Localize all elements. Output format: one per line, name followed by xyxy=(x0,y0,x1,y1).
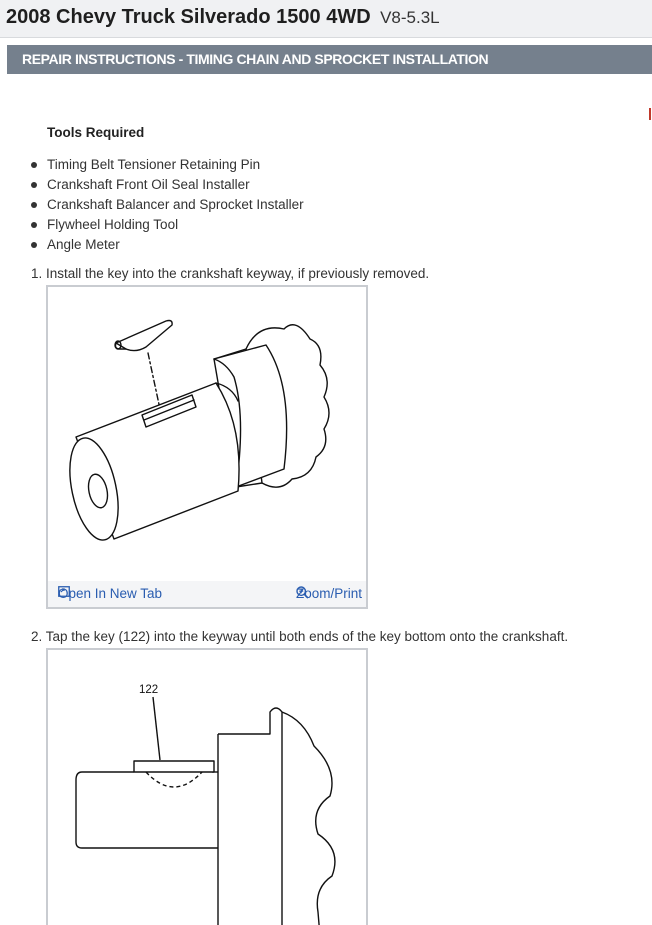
step-2-text: 2. Tap the key (122) into the keyway unt… xyxy=(31,629,569,644)
bullet-icon xyxy=(31,242,37,248)
vehicle-title: 2008 Chevy Truck Silverado 1500 4WD xyxy=(6,6,371,28)
figure-1-footer: Open In New Tab Zoom/Print xyxy=(48,581,366,607)
vehicle-engine: V8-5.3L xyxy=(380,8,440,27)
key-tap-illustration: 122 xyxy=(75,684,336,925)
bullet-icon xyxy=(31,222,37,228)
list-item: Crankshaft Balancer and Sprocket Install… xyxy=(0,197,304,217)
tool-label: Crankshaft Front Oil Seal Installer xyxy=(47,177,250,192)
tools-list: Timing Belt Tensioner Retaining Pin Cran… xyxy=(0,157,304,257)
bullet-icon xyxy=(31,182,37,188)
tool-label: Flywheel Holding Tool xyxy=(47,217,179,232)
tools-heading: Tools Required xyxy=(47,125,145,140)
tool-label: Crankshaft Balancer and Sprocket Install… xyxy=(47,197,304,212)
zoom-print-link[interactable]: Zoom/Print xyxy=(296,586,362,601)
vehicle-header: 2008 Chevy Truck Silverado 1500 4WD V8-5… xyxy=(0,0,652,38)
open-new-tab-icon xyxy=(58,586,70,597)
callout-122: 122 xyxy=(139,684,158,696)
edge-marker xyxy=(649,108,651,120)
bullet-icon xyxy=(31,202,37,208)
tool-label: Timing Belt Tensioner Retaining Pin xyxy=(47,157,261,172)
list-item: Angle Meter xyxy=(0,237,304,257)
list-item: Crankshaft Front Oil Seal Installer xyxy=(0,177,304,197)
list-item: Flywheel Holding Tool xyxy=(0,217,304,237)
figure-2: 122 xyxy=(46,648,368,925)
open-in-new-tab-link[interactable]: Open In New Tab xyxy=(58,586,162,601)
bullet-icon xyxy=(31,162,37,168)
section-title: REPAIR INSTRUCTIONS - TIMING CHAIN AND S… xyxy=(22,51,489,67)
figure-1: Open In New Tab Zoom/Print xyxy=(46,285,368,609)
crankshaft-key-illustration xyxy=(69,319,330,541)
step-1-text: 1. Install the key into the crankshaft k… xyxy=(31,266,430,281)
zoom-print-label: Zoom/Print xyxy=(295,586,362,601)
list-item: Timing Belt Tensioner Retaining Pin xyxy=(0,157,304,177)
zoom-icon xyxy=(296,586,309,599)
tool-label: Angle Meter xyxy=(47,237,120,252)
section-title-bar: REPAIR INSTRUCTIONS - TIMING CHAIN AND S… xyxy=(7,45,652,74)
open-in-new-tab-label: Open In New Tab xyxy=(58,586,163,601)
